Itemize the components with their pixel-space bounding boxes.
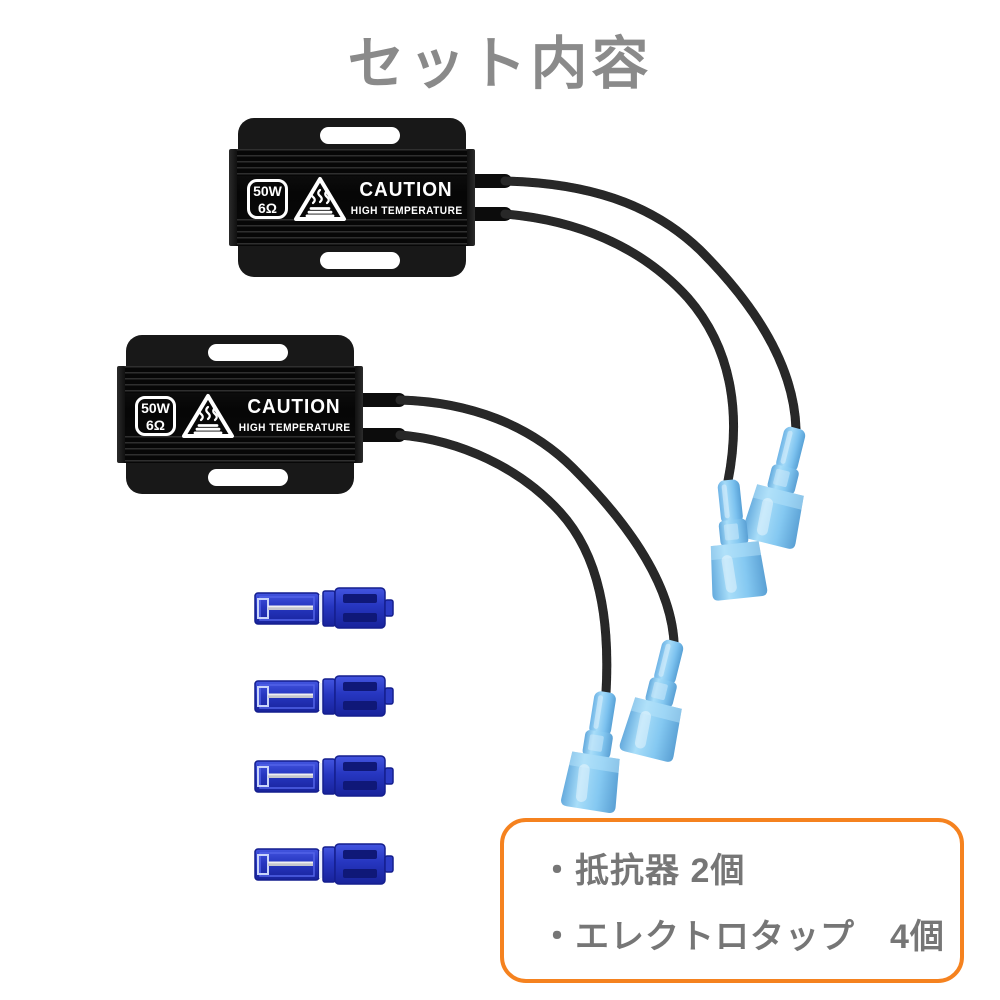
resistor1-wire-bottom (500, 209, 738, 486)
body-end-cap (467, 149, 475, 246)
info-line-electrotap: ・エレクトロタップ 4個 (540, 918, 945, 956)
resistor2-wire-bottom (395, 430, 612, 698)
electro-tap (254, 843, 394, 885)
caution-title: CAUTION (359, 179, 453, 201)
caution-title: CAUTION (247, 396, 341, 418)
wattage-text: 50W (141, 400, 170, 416)
wire-harness (395, 176, 801, 698)
wattage-text: 50W (253, 183, 282, 199)
spade-connector (740, 421, 823, 551)
mounting-slot (208, 469, 288, 486)
resistor-unit-1: 50W 6Ω CAUTION HIGH TEMPERATURE (229, 118, 475, 277)
set-contents-box: ・抵抗器 2個 ・エレクトロタップ 4個 (500, 818, 964, 983)
spade-connector (560, 687, 634, 814)
body-end-cap (229, 149, 237, 246)
info-line-resistor: ・抵抗器 2個 (540, 852, 746, 890)
electro-tap (254, 755, 394, 797)
electro-tap (254, 587, 394, 629)
body-end-cap (117, 366, 125, 463)
caution-label: CAUTION HIGH TEMPERATURE (346, 179, 466, 217)
resistor2-wire-top (395, 395, 679, 647)
high-temperature-warning-icon (294, 177, 346, 221)
spec-label: 50W 6Ω (135, 396, 176, 436)
mounting-slot (320, 252, 400, 269)
caution-label: CAUTION HIGH TEMPERATURE (234, 396, 354, 434)
caution-subtitle: HIGH TEMPERATURE (238, 422, 351, 434)
body-end-cap (355, 366, 363, 463)
caution-subtitle: HIGH TEMPERATURE (350, 205, 463, 217)
spade-connector (618, 634, 701, 764)
resistance-text: 6Ω (257, 199, 277, 216)
resistor-unit-2: 50W 6Ω CAUTION HIGH TEMPERATURE (117, 335, 363, 494)
mounting-slot (320, 127, 400, 144)
electro-tap (254, 675, 394, 717)
resistance-text: 6Ω (145, 416, 165, 433)
mounting-slot (208, 344, 288, 361)
page-title: セット内容 (347, 32, 653, 96)
spec-label: 50W 6Ω (247, 179, 288, 219)
high-temperature-warning-icon (182, 394, 234, 438)
resistor1-wire-top (500, 176, 801, 434)
resistor-body (230, 149, 474, 246)
resistor-body (118, 366, 362, 463)
